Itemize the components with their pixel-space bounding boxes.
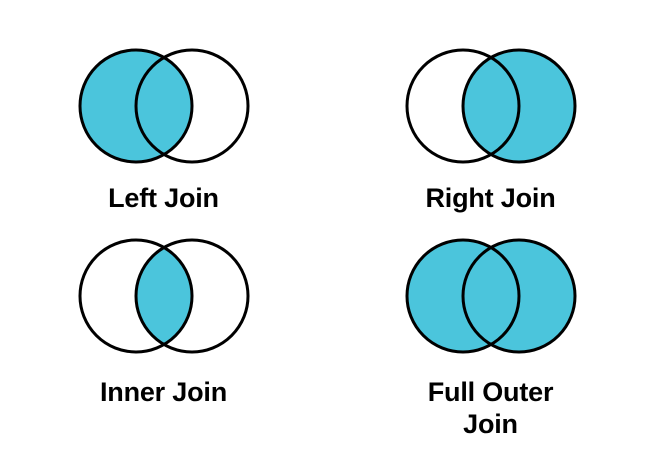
right-circle-outline bbox=[461, 48, 576, 164]
diagram-cell-right-join: Right Join bbox=[327, 0, 654, 228]
right-circle-outline bbox=[134, 238, 249, 354]
venn-full-outer-join bbox=[391, 234, 591, 359]
venn-right-join bbox=[391, 44, 591, 169]
diagram-label-full-outer-join: Full Outer Join bbox=[427, 377, 554, 439]
left-circle-outline bbox=[405, 48, 520, 164]
diagram-cell-inner-join: Inner Join bbox=[0, 228, 327, 474]
intersection-region bbox=[135, 50, 192, 162]
right-circle-outline bbox=[134, 48, 249, 164]
diagram-cell-full-outer-join: Full Outer Join bbox=[327, 228, 654, 474]
venn-left-join bbox=[64, 44, 264, 169]
diagram-label-left-join: Left Join bbox=[108, 183, 219, 213]
intersection-region bbox=[135, 240, 192, 352]
intersection-region bbox=[462, 50, 519, 162]
diagram-label-right-join: Right Join bbox=[425, 183, 556, 213]
left-circle-outline bbox=[405, 238, 520, 354]
venn-inner-join bbox=[64, 234, 264, 359]
diagram-label-inner-join: Inner Join bbox=[99, 377, 227, 407]
right-circle-outline bbox=[461, 238, 576, 354]
left-circle-outline bbox=[78, 48, 193, 164]
left-circle-outline bbox=[78, 238, 193, 354]
diagram-cell-left-join: Left Join bbox=[0, 0, 327, 228]
